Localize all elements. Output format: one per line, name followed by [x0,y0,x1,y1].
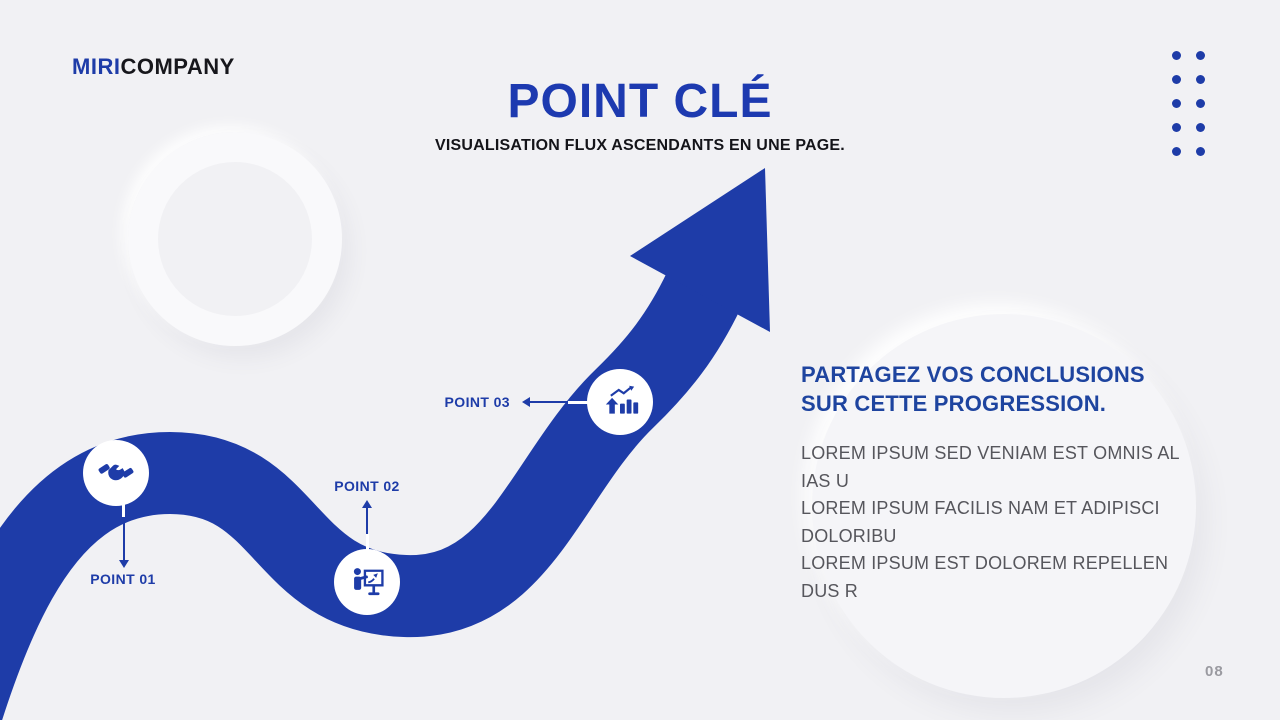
decor-circle [812,314,1196,698]
timeline-marker-2 [334,549,400,615]
connector-1-arrowhead [118,560,129,568]
point-label-3: POINT 03 [444,394,510,410]
dot-grid [1172,51,1205,156]
page-title: POINT CLÉ [507,75,773,128]
heading-line-1: PARTAGEZ VOS CONCLUSIONS [801,362,1145,387]
connector-1-inner [122,504,125,517]
grid-dot [1196,51,1205,60]
heading-line-2: SUR CETTE PROGRESSION. [801,391,1107,416]
conclusions-heading: PARTAGEZ VOS CONCLUSIONS SUR CETTE PROGR… [801,360,1221,418]
connector-3-arrowhead [522,397,530,407]
body-item-1-line-2: IAS U [801,470,850,491]
grid-dot [1196,123,1205,132]
body-item-2: LOREM IPSUM FACILIS NAM ET ADIPISCI DOLO… [801,495,1221,550]
connector-1 [122,517,125,560]
grid-dot [1172,99,1181,108]
body-item-2-line-1: LOREM IPSUM FACILIS NAM ET ADIPISCI [801,498,1160,518]
conclusions-body: LOREM IPSUM SED VENIAM EST OMNIS AL IAS … [801,440,1221,605]
grid-dot [1196,75,1205,84]
presenter-board-icon [353,568,384,596]
arrowhead [630,168,770,332]
page-subtitle: VISUALISATION FLUX ASCENDANTS EN UNE PAG… [435,137,845,154]
point-label-2: POINT 02 [334,478,400,494]
grid-dot [1172,147,1181,156]
body-item-3-line-1: LOREM IPSUM EST DOLOREM REPELLEN [801,553,1169,573]
connector-2-arrowhead [362,500,372,508]
grid-dot [1196,147,1205,156]
company-logo: MIRICOMPANY [72,54,235,80]
growth-bars-icon [605,385,639,414]
body-item-3: LOREM IPSUM EST DOLOREM REPELLEN DUS R [801,550,1221,605]
connector-3-inner [568,400,588,404]
grid-dot [1172,75,1181,84]
body-item-1: LOREM IPSUM SED VENIAM EST OMNIS AL IAS … [801,440,1221,495]
connector-2 [366,508,368,534]
connector-2-inner [365,534,369,550]
logo-secondary: COMPANY [120,54,235,79]
point-label-1: POINT 01 [90,571,156,587]
grid-dot [1172,51,1181,60]
timeline-marker-1 [83,440,149,506]
timeline-marker-3 [587,369,653,435]
body-item-3-line-2: DUS R [801,580,859,601]
handshake-icon [98,464,134,481]
body-item-1-line-1: LOREM IPSUM SED VENIAM EST OMNIS AL [801,443,1180,463]
grid-dot [1196,99,1205,108]
connector-3 [530,401,568,403]
conclusions-block: PARTAGEZ VOS CONCLUSIONS SUR CETTE PROGR… [801,360,1221,605]
page-number: 08 [1205,663,1224,680]
logo-primary: MIRI [72,54,121,79]
body-item-2-line-2: DOLORIBU [801,525,897,546]
grid-dot [1172,123,1181,132]
